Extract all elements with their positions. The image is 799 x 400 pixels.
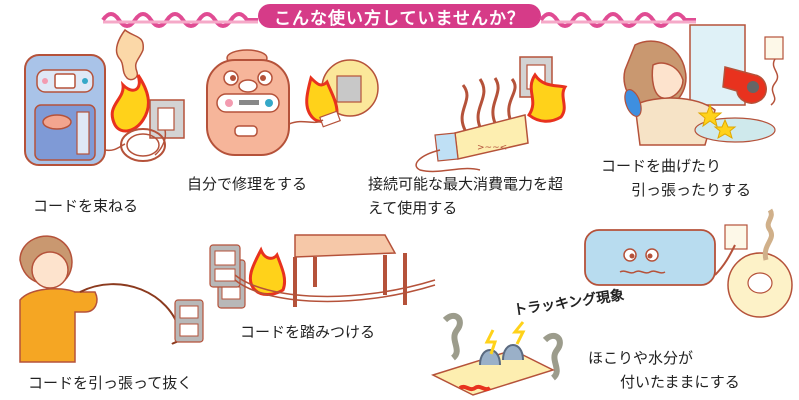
panel-bend-pull-caption: コードを曲げたり 引っ張ったりする [601, 157, 752, 199]
page-title: こんな使い方していませんか？ [274, 8, 525, 29]
power-strip-overload-illustration: >~~< [415, 56, 568, 173]
left-wave-decoration [101, 12, 258, 28]
right-wave-decoration [539, 12, 696, 28]
dusty-plug-illustration [584, 208, 793, 318]
page-title-banner: こんな使い方していませんか？ [258, 4, 541, 29]
panel-step-on-caption: コードを踏みつける [240, 323, 376, 341]
tracking-illustration [431, 312, 563, 396]
panel-overload-caption: 接続可能な最大消費電力を超 えて使用する [368, 175, 564, 217]
panel-bundle-cord-caption: コードを束ねる [33, 197, 139, 215]
rice-cooker-illustration [206, 49, 379, 156]
svg-text:>~~<: >~~< [477, 143, 507, 153]
panel-dust-moisture-caption: ほこりや水分が 付いたままにする [588, 349, 740, 391]
hair-dryer-illustration [623, 24, 784, 146]
panel-yank-cord-caption: コードを引っ張って抜く [28, 374, 193, 392]
panel-self-repair-caption: 自分で修理をする [187, 175, 308, 193]
step-on-cord-illustration [209, 234, 436, 307]
kettle-illustration [24, 28, 185, 166]
yank-cord-illustration [19, 235, 246, 363]
